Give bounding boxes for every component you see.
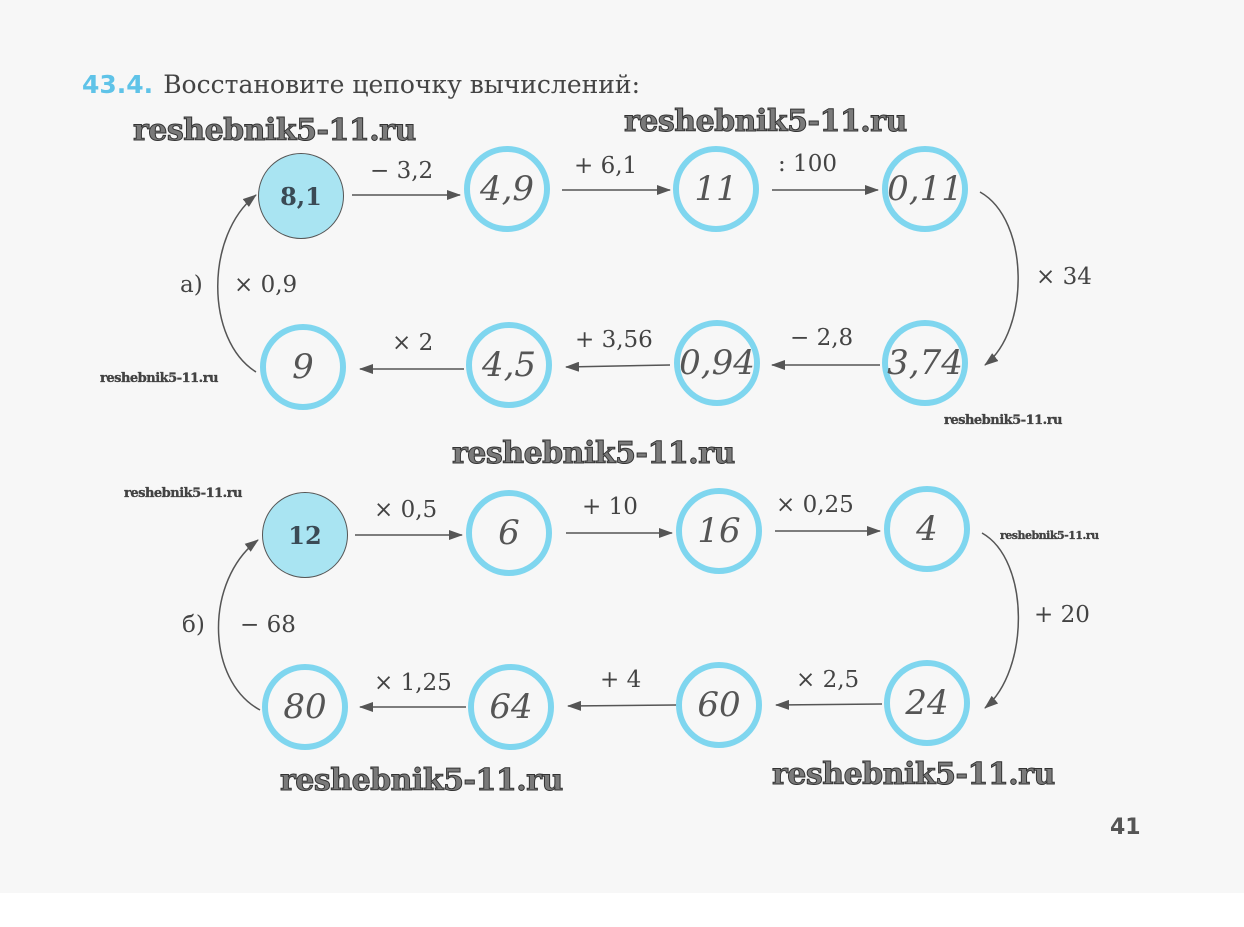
watermark: reshebnik5-11.ru xyxy=(452,436,736,472)
chain-a-op-6: + 3,56 xyxy=(575,327,653,353)
chain-b-node-1: 12 xyxy=(262,492,348,578)
arrow-a-8 xyxy=(217,194,257,373)
chain-b-node-5[interactable]: 24 xyxy=(884,660,970,746)
chain-a-op-1: − 3,2 xyxy=(370,158,434,184)
watermark: reshebnik5-11.ru xyxy=(133,113,417,149)
arrow-b-4 xyxy=(981,532,1020,709)
chain-b-op-8: − 68 xyxy=(240,612,296,638)
chain-a-node-8[interactable]: 9 xyxy=(260,324,346,410)
watermark: reshebnik5-11.ru xyxy=(100,371,219,386)
arrow-b-8 xyxy=(217,539,261,711)
arrow-b-6 xyxy=(567,700,677,711)
chain-b-node-6[interactable]: 60 xyxy=(676,662,762,748)
watermark: reshebnik5-11.ru xyxy=(1000,529,1099,542)
watermark: reshebnik5-11.ru xyxy=(624,104,908,140)
chain-b-op-3: × 0,25 xyxy=(776,492,854,518)
task-text: Восстановите цепочку вычислений: xyxy=(163,70,641,99)
chain-a-node-4[interactable]: 0,11 xyxy=(882,146,968,232)
chain-b-op-7: × 1,25 xyxy=(374,670,452,696)
chain-a-node-6[interactable]: 0,94 xyxy=(674,320,760,406)
chain-b-op-1: × 0,5 xyxy=(374,497,438,523)
chain-b-op-5: × 2,5 xyxy=(796,667,860,693)
task-number: 43.4. xyxy=(82,70,154,99)
arrow-b-5 xyxy=(775,699,883,710)
chain-a-op-2: + 6,1 xyxy=(574,153,638,179)
watermark: reshebnik5-11.ru xyxy=(944,413,1063,428)
part-label-a: а) xyxy=(180,272,203,298)
arrows-layer xyxy=(217,185,1020,712)
chain-a-op-4: × 34 xyxy=(1036,264,1092,290)
chain-b-op-2: + 10 xyxy=(582,494,638,520)
arrow-a-4 xyxy=(979,191,1019,366)
task-header: 43.4. Восстановите цепочку вычислений: xyxy=(82,70,640,99)
chain-b-node-8[interactable]: 80 xyxy=(262,664,348,750)
watermark: reshebnik5-11.ru xyxy=(124,486,243,501)
part-label-b: б) xyxy=(182,612,205,638)
chain-b-node-4[interactable]: 4 xyxy=(884,486,970,572)
chain-a-op-5: − 2,8 xyxy=(790,325,854,351)
chain-a-node-2[interactable]: 4,9 xyxy=(464,146,550,232)
chain-a-op-3: : 100 xyxy=(778,151,837,177)
chain-b-op-4: + 20 xyxy=(1034,602,1090,628)
chain-a-node-5[interactable]: 3,74 xyxy=(882,320,968,406)
textbook-page: 43.4. Восстановите цепочку вычислений: re… xyxy=(82,70,1141,840)
watermark: reshebnik5-11.ru xyxy=(772,757,1056,793)
watermark: reshebnik5-11.ru xyxy=(280,763,564,799)
chain-a-op-8: × 0,9 xyxy=(234,272,298,298)
chain-b-node-3[interactable]: 16 xyxy=(676,488,762,574)
chain-b-node-2[interactable]: 6 xyxy=(466,490,552,576)
page-number: 41 xyxy=(1110,815,1141,840)
chain-a-node-3[interactable]: 11 xyxy=(673,146,759,232)
chain-a-op-7: × 2 xyxy=(392,330,434,356)
chain-a-node-1: 8,1 xyxy=(258,153,344,239)
chain-b-op-6: + 4 xyxy=(600,667,642,693)
arrow-a-6 xyxy=(565,361,671,372)
chain-b-node-7[interactable]: 64 xyxy=(468,664,554,750)
chain-a-node-7[interactable]: 4,5 xyxy=(466,322,552,408)
